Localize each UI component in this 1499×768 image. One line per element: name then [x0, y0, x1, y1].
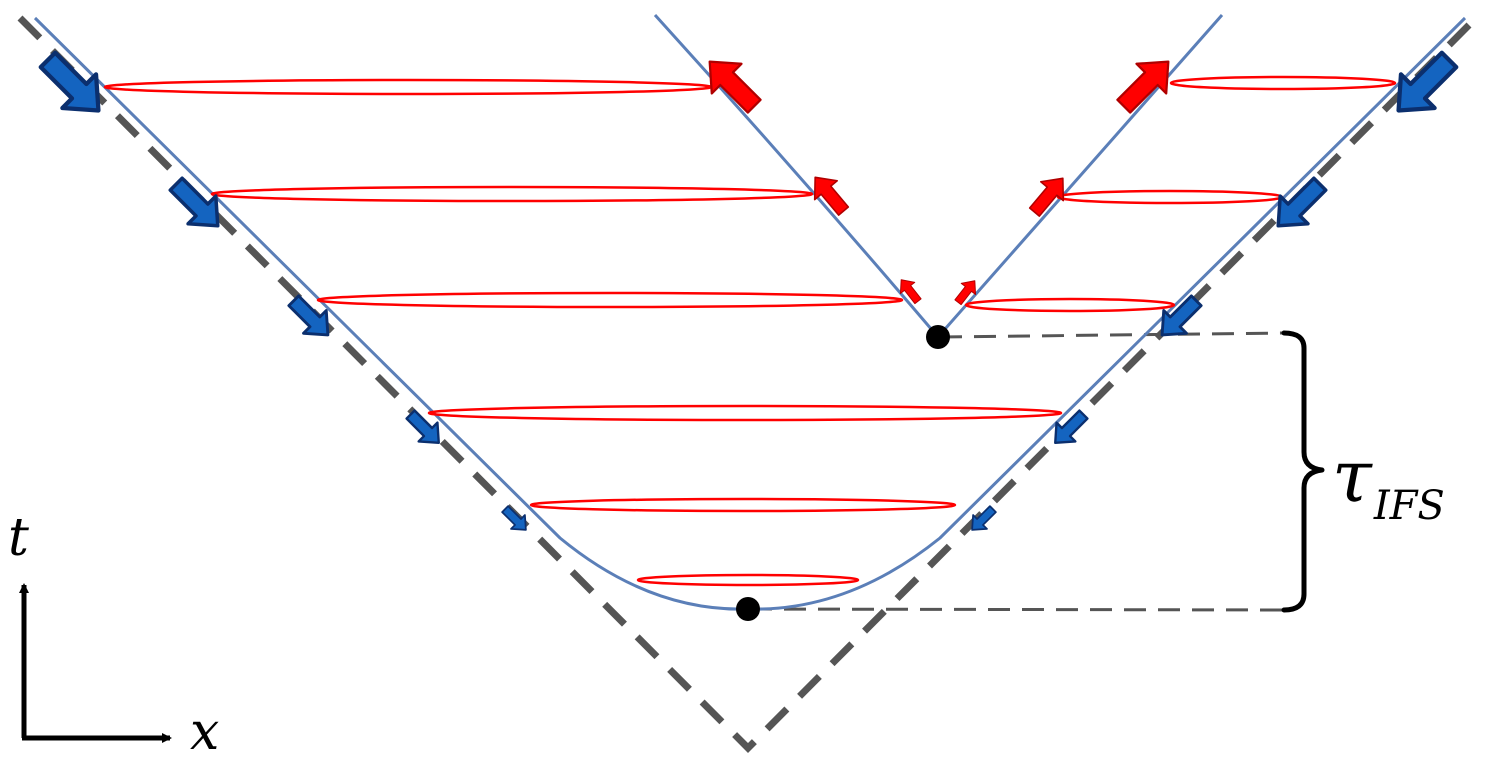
upper-reference-line — [939, 331, 1286, 339]
loop — [529, 497, 957, 513]
blue-arrow-icon — [168, 176, 220, 228]
loop — [1056, 189, 1284, 205]
upper-event-point — [926, 325, 950, 349]
loops — [103, 75, 1397, 587]
blue-arrow-icon — [1054, 409, 1089, 444]
t-axis-label: t — [8, 508, 29, 568]
tau-ifs-label: τIFS — [1332, 440, 1445, 526]
loop — [103, 78, 713, 96]
blue-arrow-icon — [501, 505, 527, 531]
red-arrow-icon — [1116, 60, 1170, 114]
loop — [1169, 75, 1397, 91]
blue-arrow-icon — [287, 294, 330, 337]
red-arrow-icon — [954, 280, 977, 306]
red-arrow-icon — [899, 279, 922, 305]
blue-arrow-icon — [971, 505, 997, 531]
x-axis-label: x — [190, 702, 220, 762]
tau-brace — [1281, 330, 1325, 613]
blue-arrows — [38, 50, 1459, 531]
tau-symbol: τ — [1332, 434, 1372, 518]
loop — [316, 291, 904, 309]
light-cone — [17, 15, 1479, 753]
loop — [636, 573, 860, 587]
red-arrow-icon — [708, 60, 762, 114]
loop — [427, 404, 1063, 422]
blue-arrow-icon — [1396, 50, 1459, 113]
loop — [964, 297, 1176, 313]
red-arrows — [708, 60, 1170, 306]
blue-arrow-icon — [405, 409, 440, 444]
lower-event-point — [736, 597, 760, 621]
blue-arrow-icon — [38, 50, 101, 113]
red-arrow-icon — [813, 176, 850, 216]
red-arrow-icon — [1028, 177, 1065, 217]
blue-arrow-icon — [1276, 176, 1328, 228]
loop — [210, 185, 814, 203]
blue-arrow-icon — [1160, 294, 1203, 337]
lower-reference-line — [749, 607, 1286, 612]
tau-subscript: IFS — [1373, 483, 1445, 529]
